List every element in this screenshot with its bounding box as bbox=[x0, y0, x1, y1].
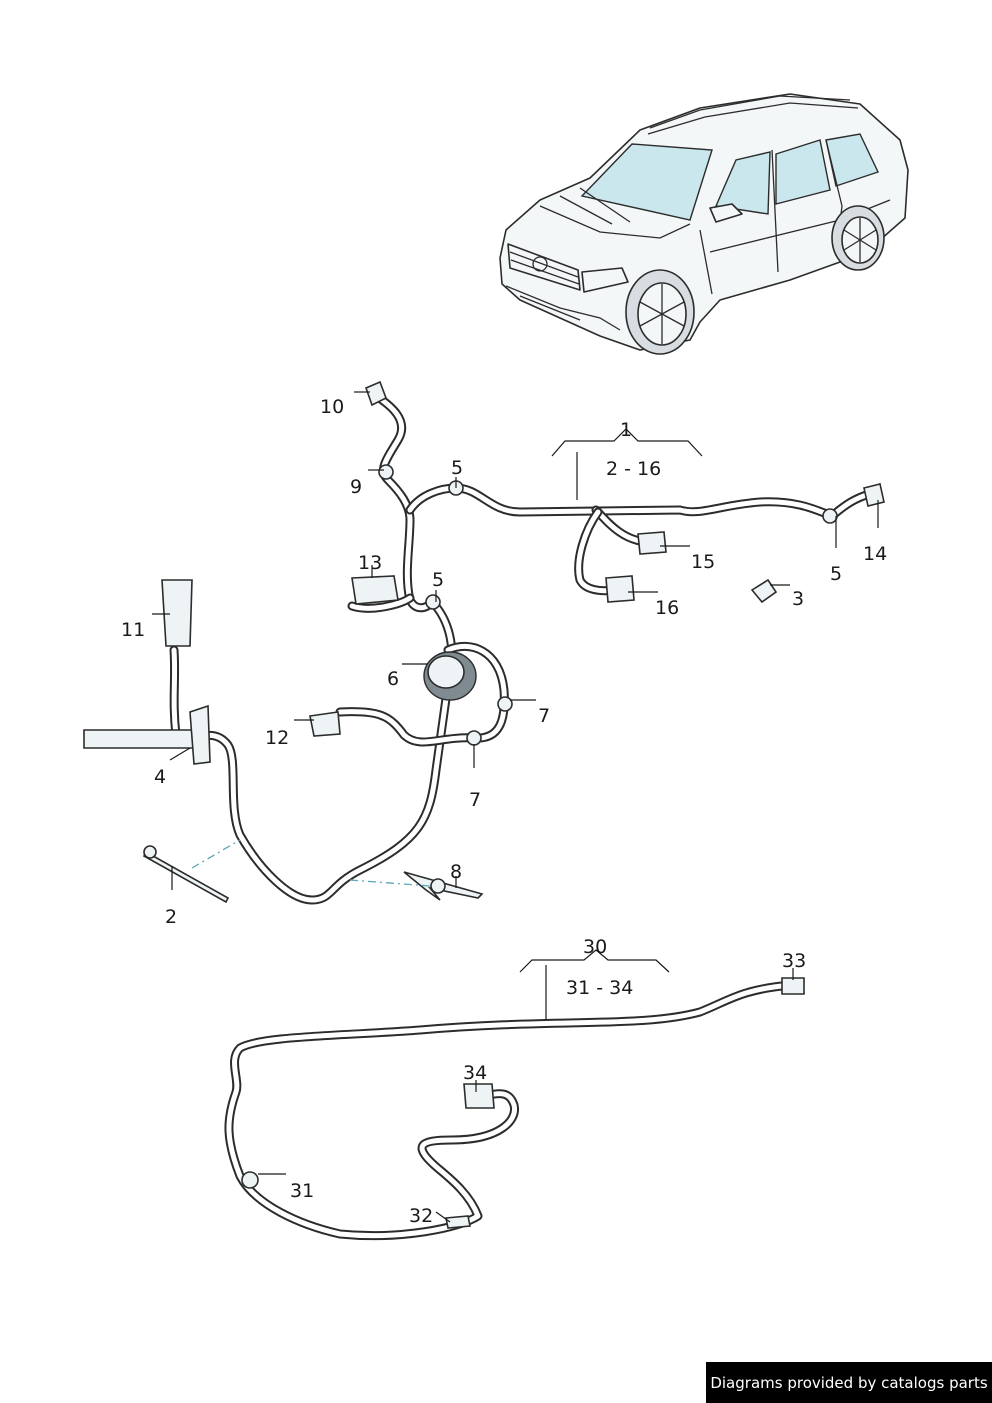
callout-4: 4 bbox=[154, 766, 166, 788]
callout-8: 8 bbox=[450, 861, 462, 883]
leader-dash-2 bbox=[191, 839, 241, 869]
bracket-4 bbox=[189, 704, 211, 765]
wiring-harness-30 bbox=[224, 977, 805, 1241]
callout-labels: 1 2 - 16 2 3 4 5 5 5 6 7 7 8 9 10 11 12 … bbox=[121, 396, 887, 1227]
callout-13: 13 bbox=[358, 552, 382, 574]
connector-12 bbox=[309, 711, 341, 737]
callout-7b: 7 bbox=[469, 789, 481, 811]
callout-14: 14 bbox=[863, 543, 887, 565]
cable-tie-2-head bbox=[143, 845, 157, 859]
connector-10 bbox=[364, 380, 388, 407]
connector-33 bbox=[781, 977, 805, 995]
leader-dash-8 bbox=[349, 879, 431, 887]
callout-12: 12 bbox=[265, 727, 289, 749]
grommet-6-face bbox=[427, 655, 465, 689]
callout-1-range: 2 - 16 bbox=[606, 458, 661, 480]
clip-7a bbox=[497, 696, 513, 712]
clip-5c bbox=[822, 508, 838, 524]
callout-32: 32 bbox=[409, 1205, 433, 1227]
holder-8-clip bbox=[430, 878, 446, 894]
callout-15: 15 bbox=[691, 551, 715, 573]
callout-10: 10 bbox=[320, 396, 344, 418]
harness-1-components bbox=[83, 380, 885, 904]
connector-15 bbox=[637, 531, 667, 555]
callout-7a: 7 bbox=[538, 705, 550, 727]
callout-11: 11 bbox=[121, 619, 145, 641]
grommet-31 bbox=[241, 1171, 259, 1189]
grommet-9 bbox=[378, 464, 394, 480]
connector-34 bbox=[463, 1083, 495, 1109]
footer-credit-text: Diagrams provided by catalogs parts bbox=[710, 1373, 988, 1392]
clip-32 bbox=[445, 1215, 471, 1229]
callout-5a: 5 bbox=[451, 457, 463, 479]
sensor-11 bbox=[161, 579, 193, 647]
callout-34: 34 bbox=[463, 1062, 487, 1084]
footer-credit-badge: Diagrams provided by catalogs parts bbox=[706, 1362, 992, 1403]
connector-16 bbox=[605, 575, 635, 603]
vehicle-illustration bbox=[499, 93, 909, 355]
callout-30: 30 bbox=[583, 936, 607, 958]
clip-3 bbox=[750, 578, 778, 604]
connector-14 bbox=[863, 483, 885, 507]
callout-5b: 5 bbox=[432, 569, 444, 591]
nozzle-4 bbox=[83, 729, 201, 749]
leader-lines bbox=[152, 391, 879, 1223]
callout-9: 9 bbox=[350, 476, 362, 498]
callout-33: 33 bbox=[782, 950, 806, 972]
connector-13 bbox=[351, 575, 399, 605]
cable-tie-2 bbox=[142, 850, 230, 904]
callout-16: 16 bbox=[655, 597, 679, 619]
callout-2: 2 bbox=[165, 906, 177, 928]
clip-7b bbox=[466, 730, 482, 746]
callout-31: 31 bbox=[290, 1180, 314, 1202]
callout-3: 3 bbox=[792, 588, 804, 610]
callout-6: 6 bbox=[387, 668, 399, 690]
clip-5b bbox=[425, 594, 441, 610]
wiring-harness-1 bbox=[169, 390, 875, 905]
callout-30-range: 31 - 34 bbox=[566, 977, 633, 999]
callout-1: 1 bbox=[620, 419, 632, 441]
callout-5c: 5 bbox=[830, 563, 842, 585]
